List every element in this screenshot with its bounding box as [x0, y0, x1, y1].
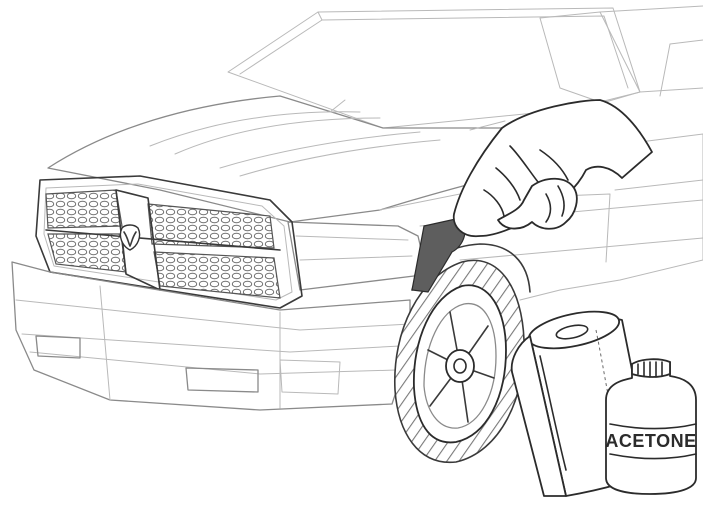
- gloved-hand-with-cloth: [454, 100, 652, 236]
- grille-mesh-upper-right: [148, 204, 274, 248]
- side-window: [540, 12, 640, 102]
- bottle-label: ACETONE: [605, 431, 696, 451]
- grille-mesh-upper-left: [46, 190, 122, 228]
- fog-light-right: [186, 368, 258, 392]
- grille-mesh-lower-left: [48, 234, 126, 272]
